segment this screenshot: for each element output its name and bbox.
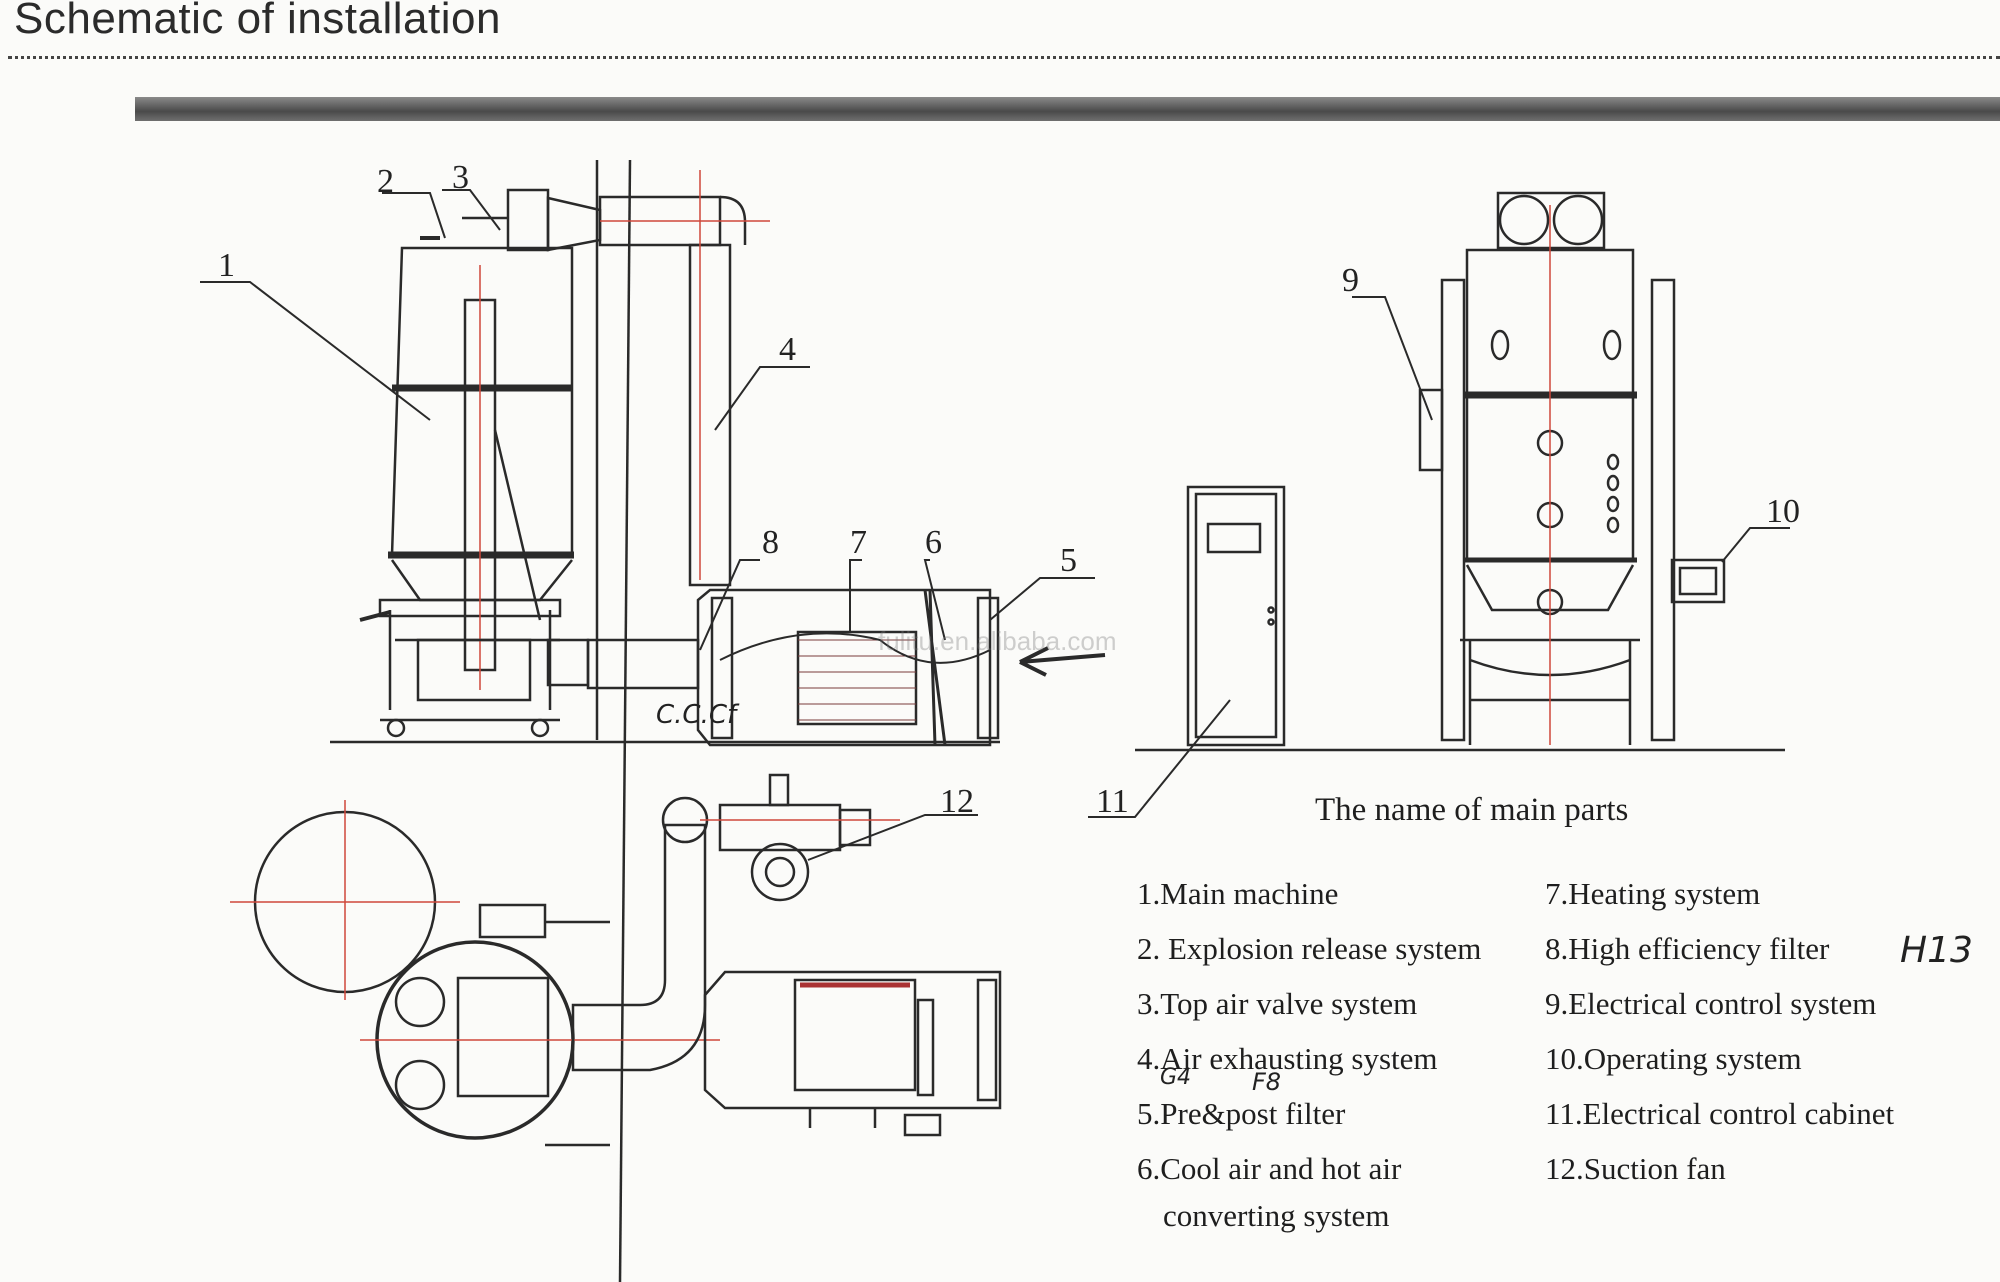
part-item-8: 8.High efficiency filter — [1545, 931, 1830, 966]
main-machine-front-view — [1418, 191, 1726, 745]
parts-heading: The name of main parts — [1315, 792, 1629, 828]
callout-6: 6 — [925, 524, 942, 561]
air-exhaust-duct — [598, 170, 770, 587]
callout-4: 4 — [779, 331, 796, 368]
page-title: Schematic of installation — [14, 0, 501, 43]
part-item-1: 1.Main machine — [1137, 876, 1339, 911]
handwritten-f8-note: F8 — [1252, 1068, 1282, 1096]
callout-10: 10 — [1766, 493, 1800, 530]
header-band — [135, 97, 2000, 121]
part-item-2: 2. Explosion release system — [1137, 931, 1482, 966]
part-item-6-line2: converting system — [1163, 1198, 1390, 1233]
part-item-6: 6.Cool air and hot air converting system — [1137, 1141, 1557, 1236]
callout-numbers: 1 2 3 4 5 6 7 8 9 10 11 12 — [218, 159, 1800, 820]
handwritten-g4-note: G4 — [1160, 1065, 1192, 1090]
part-item-3: 3.Top air valve system — [1137, 986, 1418, 1021]
wall-lines — [595, 159, 632, 1282]
callout-12: 12 — [940, 783, 974, 820]
part-item-12: 12.Suction fan — [1545, 1151, 1726, 1186]
callout-2: 2 — [377, 163, 394, 200]
callout-7: 7 — [850, 524, 867, 561]
leader-lines — [200, 189, 1790, 861]
part-item-5: 5.Pre&post filter — [1137, 1096, 1346, 1131]
callout-1: 1 — [218, 247, 235, 284]
plan-air-handling-unit — [703, 970, 1002, 1137]
callout-3: 3 — [452, 159, 469, 196]
parts-list-right: 7.Heating system 8.High efficiency filte… — [1545, 866, 1985, 1196]
callout-8: 8 — [762, 524, 779, 561]
air-handling-unit — [546, 588, 1106, 747]
part-item-9: 9.Electrical control system — [1545, 986, 1877, 1021]
callout-9: 9 — [1342, 262, 1359, 299]
part-item-10: 10.Operating system — [1545, 1041, 1802, 1076]
part-item-4: 4.Air exhausting system — [1137, 1041, 1438, 1076]
callout-11: 11 — [1096, 783, 1129, 820]
main-machine-plan-view — [230, 800, 720, 1147]
handwritten-h13-note: H13 — [1900, 930, 1973, 971]
part-item-11: 11.Electrical control cabinet — [1545, 1096, 1895, 1131]
handwritten-inlet-note: C.C.Cf — [656, 700, 737, 730]
part-item-6-line1: 6.Cool air and hot air — [1137, 1151, 1402, 1186]
ground-lines — [330, 740, 1785, 752]
top-valve-assembly — [420, 188, 602, 252]
parts-list-left: 1.Main machine 2. Explosion release syst… — [1137, 866, 1557, 1236]
watermark: fulitu.en.alibaba.com — [878, 626, 1117, 656]
main-machine-side-view — [359, 246, 574, 738]
title-dotted-rule — [8, 56, 2000, 59]
electrical-control-cabinet — [1186, 485, 1286, 747]
part-item-7: 7.Heating system — [1545, 876, 1761, 911]
callout-5: 5 — [1060, 542, 1077, 579]
